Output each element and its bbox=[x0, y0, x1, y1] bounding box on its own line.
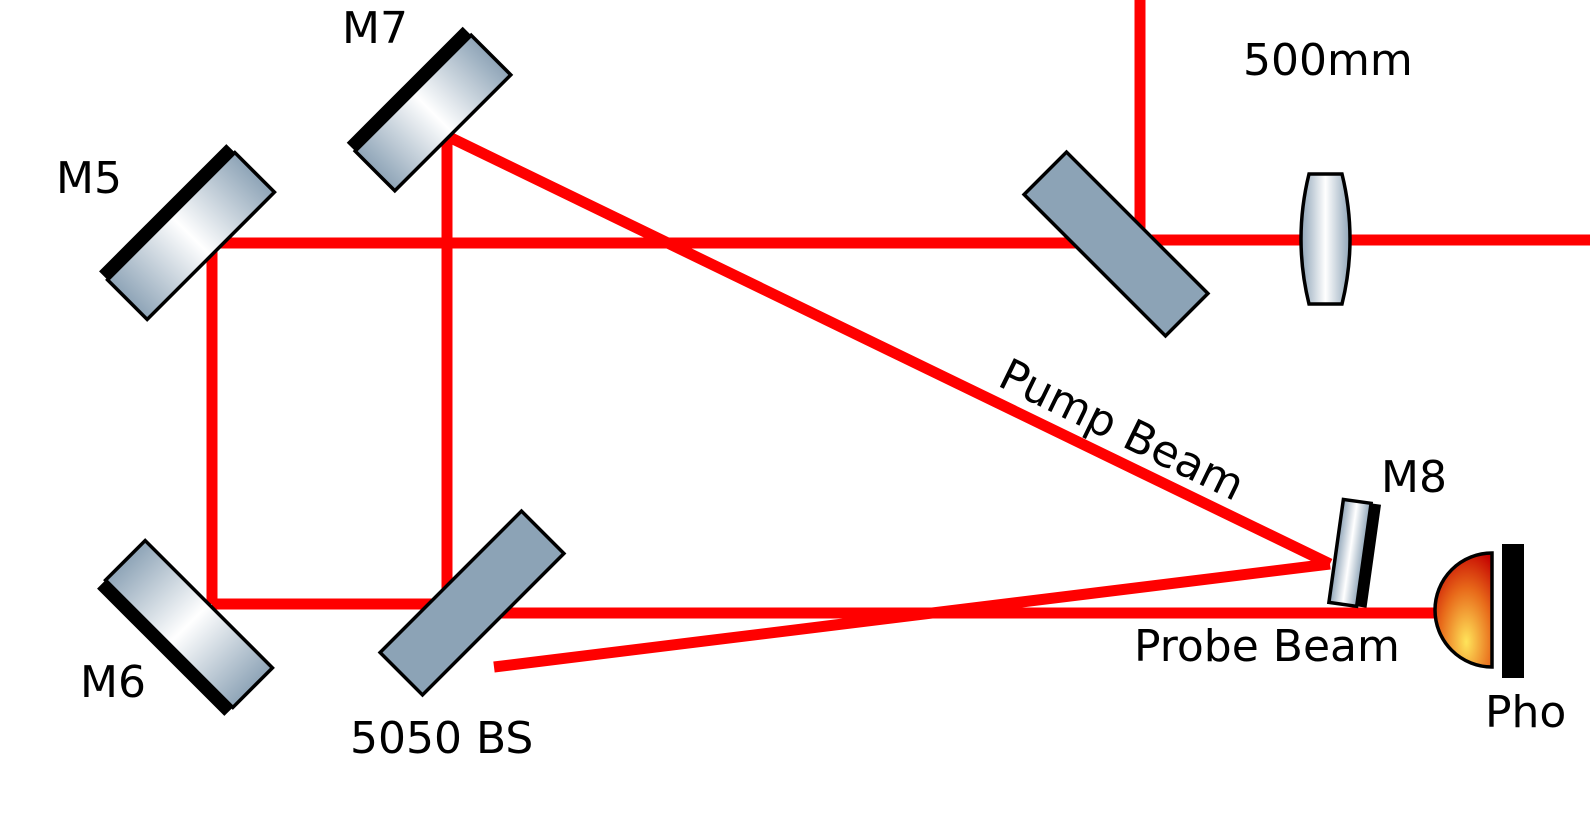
mirror-m6[interactable] bbox=[97, 538, 275, 716]
mirror-m5[interactable] bbox=[99, 144, 277, 322]
beam-paths bbox=[206, 0, 1590, 673]
label-m5: M5 bbox=[56, 153, 122, 204]
label-m8: M8 bbox=[1381, 452, 1447, 503]
beam-splitter-top[interactable] bbox=[1021, 149, 1211, 339]
beam-splitter-5050[interactable] bbox=[377, 508, 567, 698]
label-photodiode: Pho bbox=[1485, 687, 1566, 738]
label-pump-beam: Pump Beam bbox=[991, 349, 1252, 511]
reflected-pump-beam bbox=[493, 558, 1331, 673]
label-m7: M7 bbox=[342, 3, 408, 54]
label-focal-length: 500mm bbox=[1243, 35, 1413, 86]
label-m6: M6 bbox=[80, 657, 146, 708]
lens-500mm[interactable] bbox=[1299, 172, 1352, 306]
photodiode[interactable] bbox=[1433, 544, 1524, 678]
pump-beam bbox=[444, 131, 1333, 569]
mirror-m7[interactable] bbox=[346, 26, 514, 194]
mirror-m8[interactable] bbox=[1326, 497, 1382, 609]
label-probe-beam: Probe Beam bbox=[1134, 621, 1400, 672]
label-beam-splitter: 5050 BS bbox=[350, 713, 533, 764]
